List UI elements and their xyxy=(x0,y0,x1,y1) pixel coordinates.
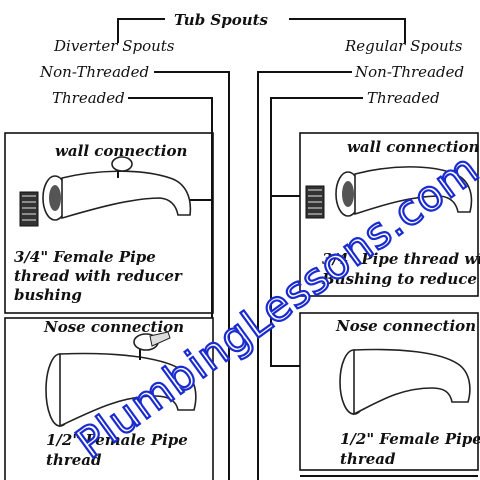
right-heading: Regular Spouts xyxy=(344,37,463,55)
left-nose-desc-1: 1/2" Female Pipe xyxy=(46,431,188,449)
left-wall-desc-3: bushing xyxy=(14,286,82,304)
right-non-threaded-connector xyxy=(257,71,352,480)
diagram-title: Tub Spouts xyxy=(174,11,269,29)
left-nose-caption: Nose connection xyxy=(43,318,184,336)
left-nose-box xyxy=(4,317,214,480)
right-nose-desc-2: thread xyxy=(340,450,396,468)
regular-spout-nose-icon xyxy=(339,348,471,416)
diverter-spout-wall-icon xyxy=(19,156,192,227)
right-wall-desc-2: Bushing to reduce xyxy=(321,270,477,288)
diverter-spout-nose-icon xyxy=(45,331,197,428)
left-nose-desc-2: thread xyxy=(46,451,102,469)
right-nose-box xyxy=(299,312,479,471)
left-item-threaded: Threaded xyxy=(52,89,125,107)
left-wall-desc-1: 3/4" Female Pipe xyxy=(14,248,156,266)
right-threaded-connector xyxy=(270,97,363,367)
right-wall-box xyxy=(299,132,479,297)
right-nose-desc-1: 1/2" Female Pipe xyxy=(340,430,480,448)
left-item-non-threaded: Non-Threaded xyxy=(39,63,149,81)
left-heading: Diverter Spouts xyxy=(53,37,175,55)
regular-spout-wall-icon xyxy=(305,166,473,219)
left-wall-desc-2: thread with reducer xyxy=(14,267,183,285)
right-item-threaded: Threaded xyxy=(367,89,440,107)
right-nose-caption: Nose connection xyxy=(335,317,476,335)
left-wall-box xyxy=(4,132,214,314)
left-non-threaded-connector xyxy=(154,71,230,480)
right-wall-desc-1: 3/4" Pipe thread with xyxy=(322,250,480,268)
left-threaded-connector xyxy=(128,97,213,318)
right-title-connector xyxy=(289,18,406,43)
right-item-non-threaded: Non-Threaded xyxy=(354,63,464,81)
left-title-connector xyxy=(117,18,165,43)
right-wall-caption: wall connection xyxy=(347,138,479,156)
left-wall-caption: wall connection xyxy=(55,142,187,160)
